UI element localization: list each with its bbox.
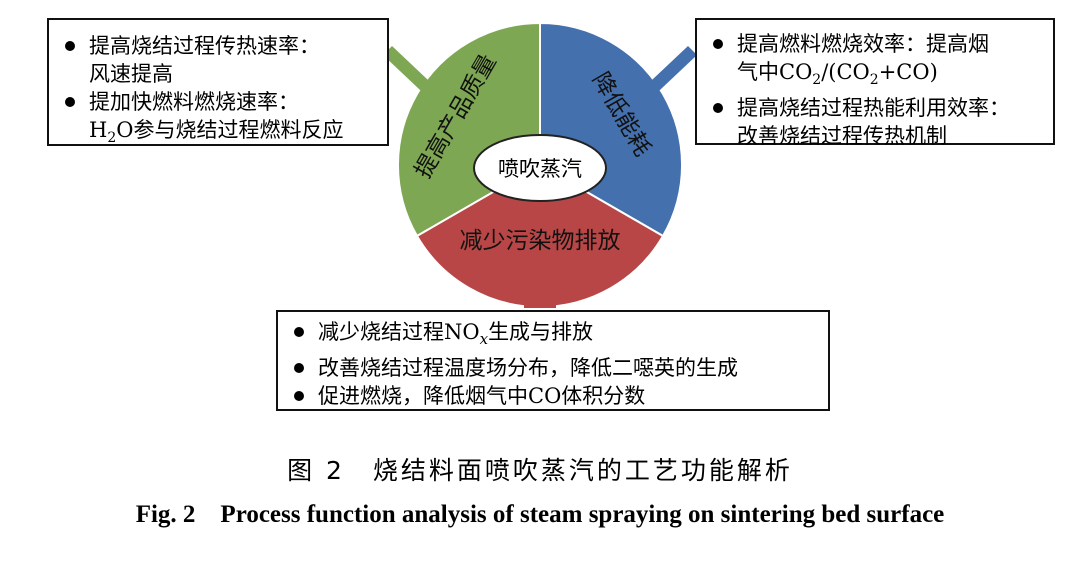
item-line: 提高燃料燃烧效率：提高烟: [737, 32, 989, 56]
list-item: 提高燃料燃烧效率：提高烟 气中CO2/(CO2+CO): [703, 30, 1047, 94]
item-line: 气中CO: [737, 60, 813, 84]
pollution-details-box: 减少烧结过程NOx生成与排放 改善烧结过程温度场分布，降低二噁英的生成 促进燃烧…: [276, 310, 830, 411]
bullet-icon: [294, 363, 304, 374]
bullet-icon: [294, 327, 304, 337]
arrow-left-box-icon: [383, 46, 458, 118]
item-line: 风速提高: [89, 62, 173, 86]
item-line: 减少烧结过程NO: [318, 320, 480, 344]
item-line: O参与烧结过程燃料反应: [116, 118, 344, 142]
list-item: 促进燃烧，降低烟气中CO体积分数: [284, 382, 822, 410]
item-line: 提高烧结过程传热速率：: [89, 34, 320, 58]
figure-caption-chinese: 图 2 烧结料面喷吹蒸汽的工艺功能解析: [287, 456, 793, 485]
subscript: x: [479, 330, 489, 349]
list-item: 提加快燃料燃烧速率： H2O参与烧结过程燃料反应: [55, 88, 381, 152]
item-line: 改善烧结过程温度场分布，降低二噁英的生成: [318, 356, 738, 381]
list-item: 改善烧结过程温度场分布，降低二噁英的生成: [284, 354, 822, 382]
subscript: 2: [869, 72, 879, 89]
list-item: 提高烧结过程热能利用效率： 改善烧结过程传热机制: [703, 94, 1047, 150]
list-item: 减少烧结过程NOx生成与排放: [284, 318, 822, 354]
item-line: 生成与排放: [488, 320, 594, 344]
item-line: /(CO: [821, 60, 870, 84]
item-line: 提高烧结过程热能利用效率：: [737, 96, 1010, 121]
bullet-icon: [713, 39, 723, 49]
list-item: 提高烧结过程传热速率： 风速提高: [55, 32, 381, 88]
item-line: 促进燃烧，降低烟气中CO体积分数: [318, 384, 646, 409]
wheel-center: [473, 134, 607, 202]
subscript: 2: [107, 130, 117, 147]
item-line: +CO): [878, 60, 938, 84]
bullet-icon: [65, 97, 75, 107]
item-line: H: [89, 118, 108, 142]
arrow-bottom-box-icon: [507, 260, 573, 308]
item-line: 提加快燃料燃烧速率：: [89, 90, 299, 114]
subscript: 2: [812, 72, 822, 89]
quality-details-box: 提高烧结过程传热速率： 风速提高 提加快燃料燃烧速率： H2O参与烧结过程燃料反…: [47, 18, 389, 146]
item-line: 改善烧结过程传热机制: [737, 124, 947, 149]
arrow-right-box-icon: [622, 46, 697, 118]
wheel-segment-pollution-label: 减少污染物排放: [460, 228, 621, 254]
wheel-center-label: 喷吹蒸汽: [498, 157, 582, 181]
figure-caption-english: Fig. 2 Process function analysis of stea…: [135, 501, 945, 528]
bullet-icon: [294, 391, 304, 402]
bullet-icon: [65, 41, 75, 51]
energy-details-box: 提高燃料燃烧效率：提高烟 气中CO2/(CO2+CO) 提高烧结过程热能利用效率…: [695, 18, 1055, 148]
bullet-icon: [713, 103, 723, 114]
